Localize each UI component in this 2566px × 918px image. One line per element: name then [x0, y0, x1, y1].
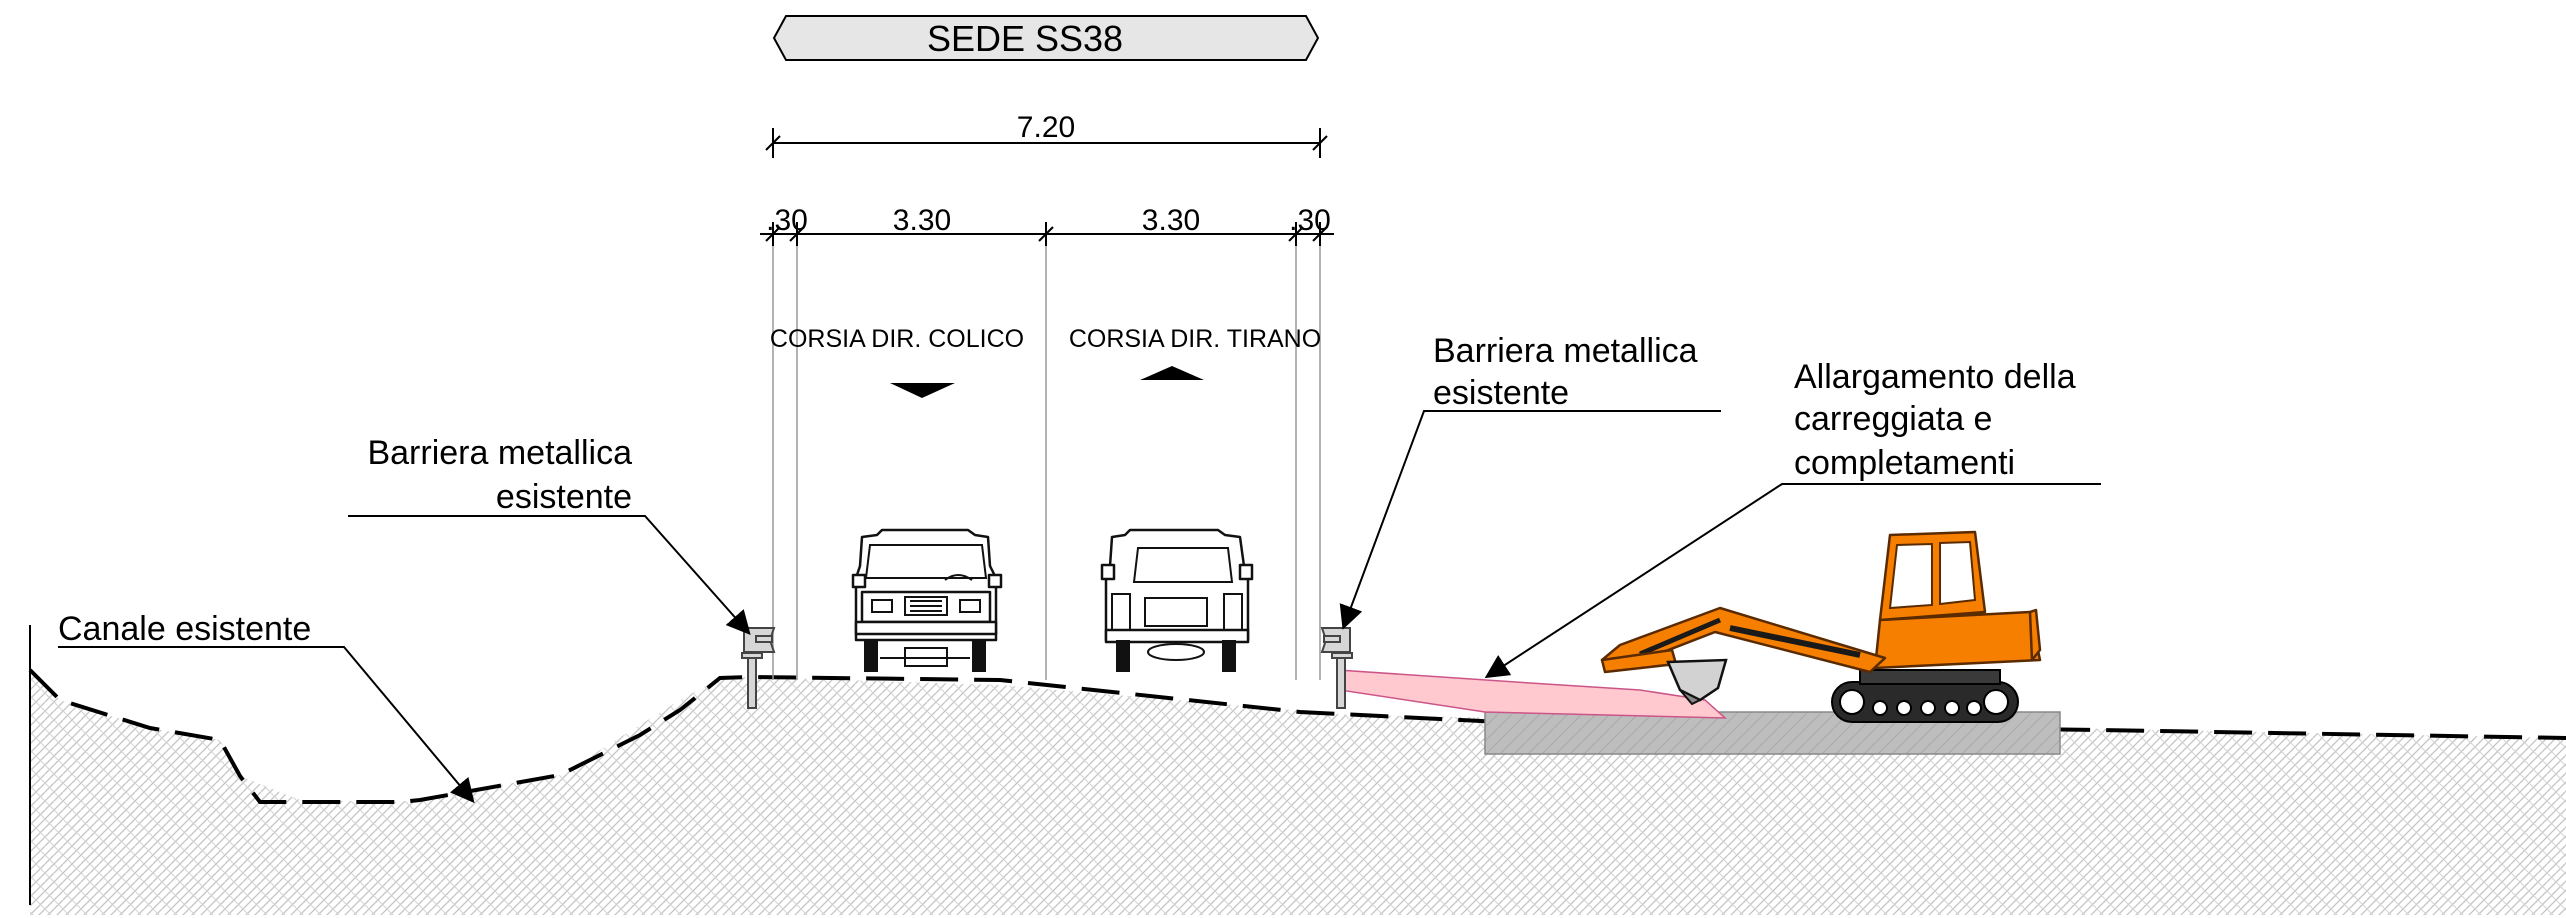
widening-label-2: carreggiata e: [1794, 400, 1992, 438]
widening-label-3: completamenti: [1794, 444, 2015, 482]
lane-guides: [772, 228, 1321, 680]
title-banner: SEDE SS38: [772, 15, 1320, 61]
barrier-left-label-2: esistente: [496, 478, 632, 516]
barrier-right-label-1: Barriera metallica: [1433, 332, 1698, 370]
direction-arrow-down-icon: [890, 383, 955, 398]
existing-ground-profile: [28, 668, 2566, 804]
soil-hatch: [30, 670, 2566, 915]
excavator: [1600, 530, 2042, 723]
barrier-right-label-2: esistente: [1433, 374, 1569, 412]
dim-lane-left-label: 3.30: [893, 204, 951, 237]
annotation-canal: Canale esistente: [58, 610, 475, 804]
dim-lane-right-label: 3.30: [1142, 204, 1200, 237]
direction-arrow-up-icon: [1140, 366, 1204, 380]
guardrail-left: [741, 627, 776, 709]
lane-label-tirano: CORSIA DIR. TIRANO: [1069, 325, 1321, 353]
annotation-barrier-left: Barriera metallica esistente: [348, 434, 751, 635]
dim-total-label: 7.20: [1017, 111, 1075, 144]
widening-label-1: Allargamento della: [1794, 358, 2076, 396]
car-front-view: [851, 528, 1003, 672]
widening-area: [1337, 669, 1728, 719]
title-text: SEDE SS38: [927, 18, 1123, 59]
guardrail-right: [1320, 627, 1353, 709]
dim-left-shoulder-label: .30: [766, 204, 808, 237]
terrain: [28, 625, 2566, 915]
canal-label: Canale esistente: [58, 610, 311, 648]
lane-label-colico: CORSIA DIR. COLICO: [770, 325, 1024, 353]
annotation-widening: Allargamento della carreggiata e complet…: [1484, 358, 2101, 679]
barrier-left-label-1: Barriera metallica: [367, 434, 632, 472]
annotation-barrier-right: Barriera metallica esistente: [1339, 332, 1721, 630]
dim-right-shoulder-label: .30: [1289, 204, 1331, 237]
car-rear-view: [1100, 528, 1254, 672]
dimension-total: 7.20: [765, 111, 1328, 158]
dimension-chain: .30 3.30 3.30 .30: [760, 204, 1334, 246]
